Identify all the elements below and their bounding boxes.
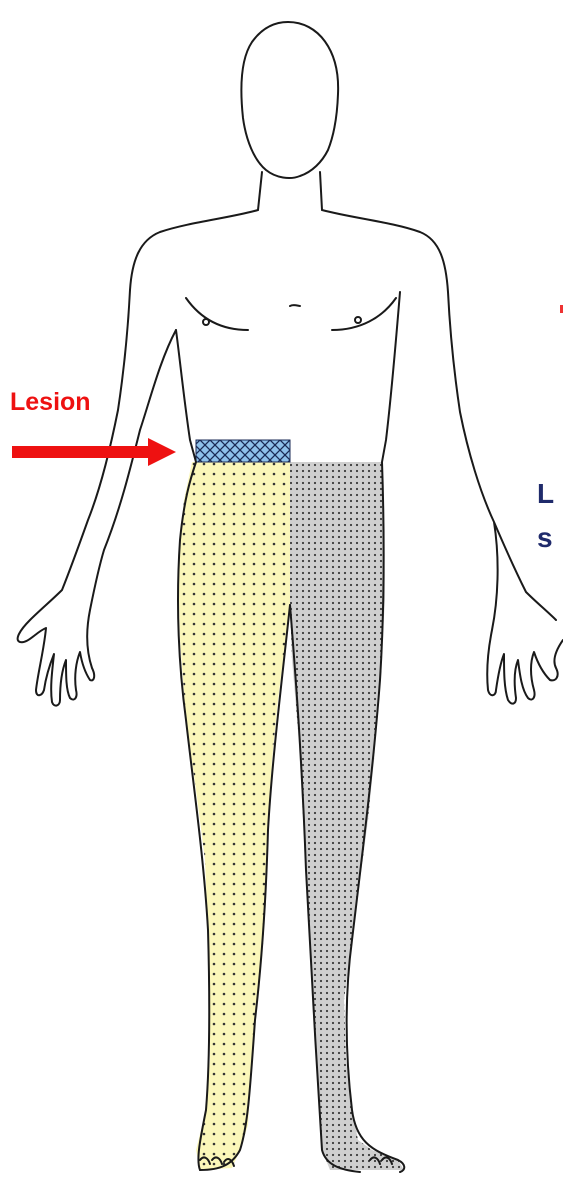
lesion-label: Lesion — [10, 390, 91, 415]
lesion-band — [196, 440, 290, 462]
right-edge-text-line1: L — [537, 480, 554, 508]
right-edge-text-line2: s — [537, 524, 553, 552]
lesion-arrow — [12, 438, 176, 466]
head-outline — [241, 22, 338, 178]
right-nipple — [355, 317, 361, 323]
chest-lines — [186, 298, 396, 330]
left-nipple — [203, 319, 209, 325]
left-leg-region — [178, 462, 290, 1170]
